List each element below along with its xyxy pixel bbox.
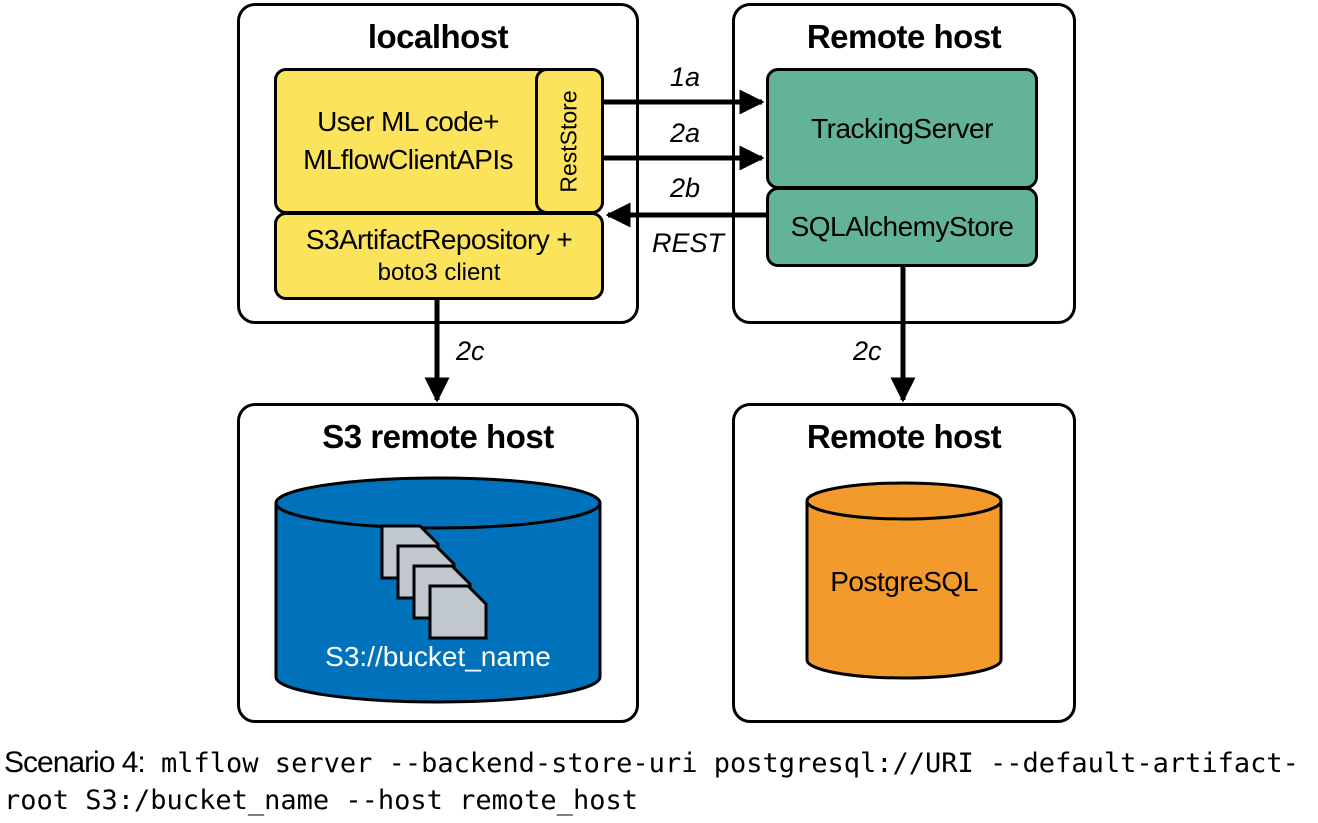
artifact-repository-line2: boto3 client <box>377 259 501 286</box>
label-1a: 1a <box>670 62 701 92</box>
tracking-server-label: TrackingServer <box>811 112 993 144</box>
tracking-server-box: TrackingServer <box>766 68 1038 189</box>
artifact-repository-box: S3ArtifactRepository + boto3 client <box>274 212 604 300</box>
reststore-box: RestStore <box>535 68 604 214</box>
postgresql-cylinder <box>805 481 1003 680</box>
label-2b: 2b <box>670 173 701 203</box>
client-code-line1: User ML code+ <box>317 106 499 137</box>
documents-icon <box>380 524 488 640</box>
remote-host-top-title: Remote host <box>806 18 1002 55</box>
s3-remote-host-title: S3 remote host <box>322 418 554 455</box>
postgresql-label: PostgreSQL <box>830 566 978 597</box>
client-code-line2: MLflowClientAPIs <box>303 144 513 175</box>
label-rest: REST <box>652 228 725 258</box>
label-2a: 2a <box>670 118 701 148</box>
localhost-title: localhost <box>367 18 509 55</box>
sqlalchemy-store-label: SQLAlchemyStore <box>790 211 1014 242</box>
s3-bucket-label: S3://bucket_name <box>325 641 551 672</box>
remote-host-bottom-title: Remote host <box>806 418 1002 455</box>
label-2c-left: 2c <box>456 336 485 366</box>
sqlalchemy-store-box: SQLAlchemyStore <box>766 187 1038 267</box>
caption-command: mlflow server --backend-store-uri postgr… <box>4 748 1299 816</box>
artifact-repository-line1: S3ArtifactRepository + <box>305 224 573 255</box>
figure-caption: Scenario 4: mlflow server --backend-stor… <box>4 745 1314 819</box>
caption-label: Scenario 4: <box>4 746 146 779</box>
label-2c-right: 2c <box>853 336 882 366</box>
